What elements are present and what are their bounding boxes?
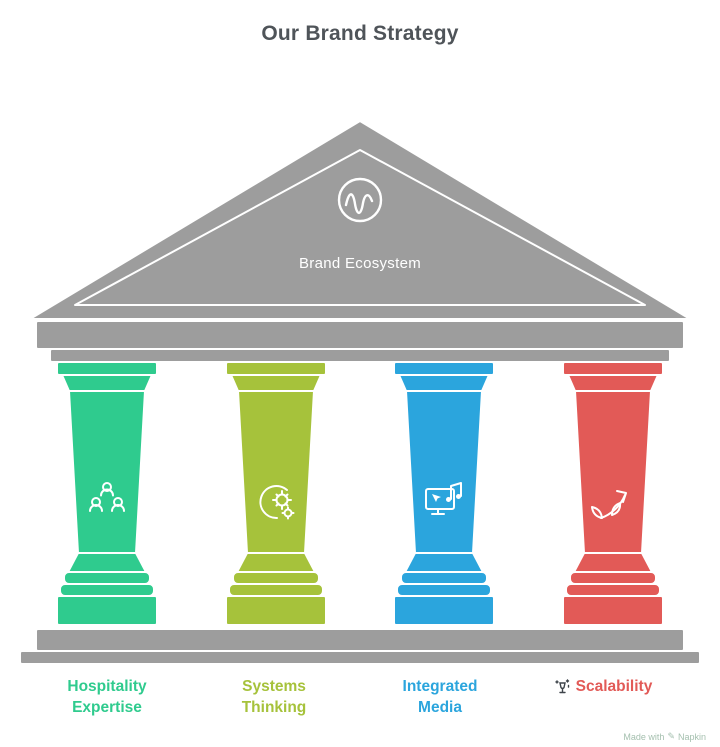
monitor-music-icon <box>425 482 462 515</box>
pediment-label: Brand Ecosystem <box>298 255 422 272</box>
pillar-integrated-media <box>393 361 495 626</box>
pillar-label-scalability: Scalability <box>513 676 693 697</box>
base-step-upper <box>35 628 685 652</box>
label-line: Scalability <box>575 678 653 695</box>
entablature-bar <box>35 320 685 350</box>
pillar-hospitality <box>56 361 158 626</box>
growth-plant-icon <box>591 490 627 519</box>
scribble-wave-icon <box>337 177 383 223</box>
entablature-step <box>49 348 671 363</box>
pillar-systems-thinking <box>225 361 327 626</box>
watermark-brand: Napkin <box>677 731 706 742</box>
team-people-icon <box>89 482 125 512</box>
label-line: Systems <box>242 678 306 695</box>
label-line: Media <box>418 699 462 716</box>
watermark: Made with ✎ Napkin <box>623 731 706 742</box>
stylobate-base <box>19 628 701 665</box>
label-line: Integrated <box>402 678 478 695</box>
label-line: Hospitality <box>67 678 147 695</box>
label-line: Thinking <box>241 699 307 716</box>
head-gear-icon <box>259 485 295 520</box>
pillar-label-systems: Systems Thinking <box>184 676 364 718</box>
pillar-label-media: Integrated Media <box>350 676 530 718</box>
watermark-text: Made with <box>623 731 665 742</box>
pediment-inner-outline <box>74 149 646 306</box>
pillar-label-hospitality: Hospitality Expertise <box>17 676 197 718</box>
pillar-scalability <box>562 361 664 626</box>
page-title: Our Brand Strategy <box>261 22 459 45</box>
label-line: Expertise <box>72 699 142 716</box>
celebration-icon <box>554 679 569 694</box>
pediment <box>29 120 691 363</box>
base-step-lower <box>19 650 701 665</box>
pen-icon: ✎ <box>667 731 675 741</box>
